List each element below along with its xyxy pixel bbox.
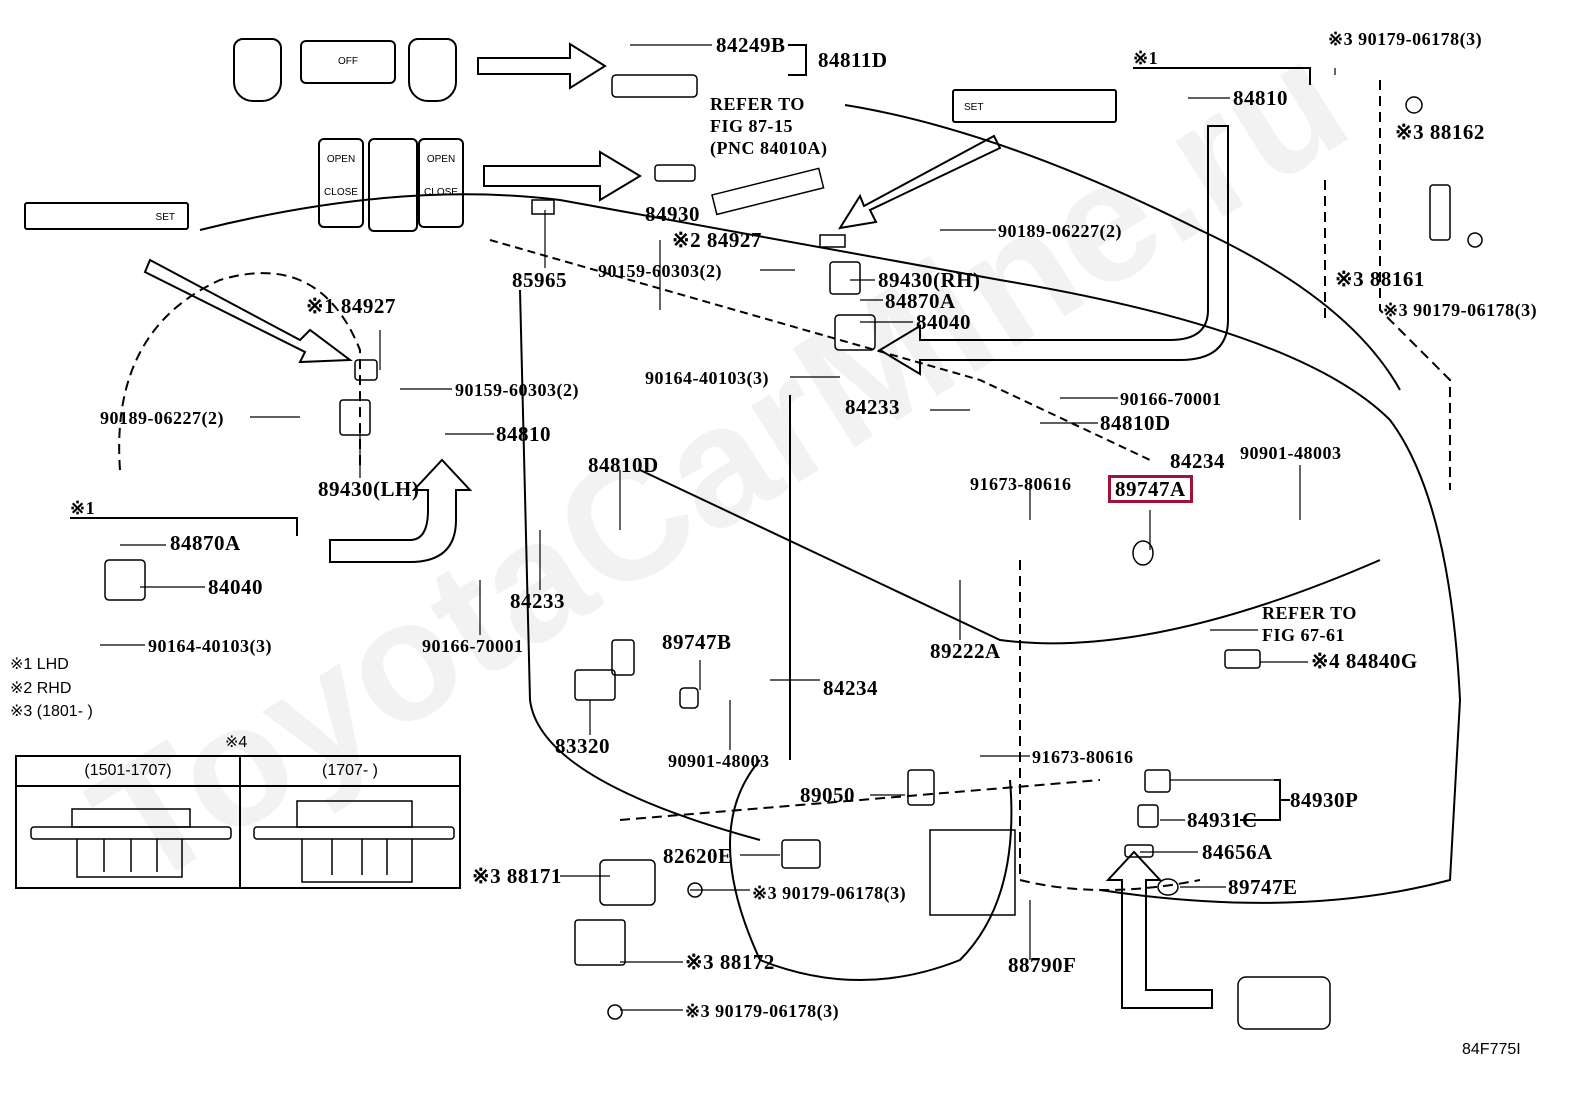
part-label[interactable]: 90166-70001	[1120, 389, 1222, 409]
diagram-code: 84F775I	[1462, 1041, 1521, 1058]
refer-line: REFER TO	[1262, 603, 1357, 623]
part-label[interactable]: 91673-80616	[1032, 747, 1134, 767]
part-label[interactable]: 84930P	[1290, 788, 1359, 812]
part-label[interactable]: ※2 84927	[672, 228, 762, 252]
part-label[interactable]: ※3 88161	[1335, 267, 1425, 291]
part-label[interactable]: ※3 88171	[472, 864, 562, 888]
part-label[interactable]: 84234	[823, 676, 878, 700]
part-label[interactable]: ※1 84927	[306, 294, 396, 318]
part-label[interactable]: 84930	[645, 202, 700, 226]
refer-line: FIG 67-61	[1262, 625, 1345, 645]
note-marker: ※1	[1133, 48, 1159, 68]
switch-off: OFF	[300, 40, 396, 84]
connector-illustrations	[30, 800, 455, 883]
part-label[interactable]: ※3 90179-06178(3)	[1328, 29, 1483, 49]
part-label[interactable]: 84233	[510, 589, 565, 613]
part-label[interactable]: 84040	[208, 575, 263, 599]
set-label: SET	[155, 212, 175, 223]
refer-line: (PNC 84010A)	[710, 138, 828, 158]
part-label[interactable]: 90164-40103(3)	[148, 636, 272, 656]
part-label[interactable]: 84249B	[716, 33, 786, 57]
part-label[interactable]: ※3 88162	[1395, 120, 1485, 144]
table-divider	[239, 785, 241, 889]
part-label[interactable]: 82620E	[663, 844, 733, 868]
variant-table: (1501-1707) (1707- )	[15, 755, 461, 889]
part-label[interactable]: 91673-80616	[970, 474, 1072, 494]
part-label[interactable]: 84233	[845, 395, 900, 419]
part-label[interactable]: 84870A	[885, 289, 956, 313]
part-label[interactable]: 84870A	[170, 531, 241, 555]
switch-right	[408, 38, 457, 102]
part-label[interactable]: ※4 84840G	[1311, 649, 1418, 673]
part-label[interactable]: 83320	[555, 734, 610, 758]
part-label[interactable]: 89747B	[662, 630, 732, 654]
part-label[interactable]: ※3 88172	[685, 950, 775, 974]
switch-left	[233, 38, 282, 102]
part-label[interactable]: 89747E	[1228, 875, 1298, 899]
variant-col-1: (1501-1707)	[17, 757, 241, 787]
refer-line: REFER TO	[710, 94, 805, 114]
part-label[interactable]: 89430(LH)	[318, 477, 420, 501]
open-label: OPEN	[326, 154, 356, 165]
part-label[interactable]: 84040	[916, 310, 971, 334]
set-label: SET	[964, 102, 984, 113]
part-label[interactable]: ※3 90179-06178(3)	[1383, 300, 1538, 320]
part-label[interactable]: 90901-48003	[668, 751, 770, 771]
part-label[interactable]: 84810	[496, 422, 551, 446]
switch-open-close-left: OPEN CLOSE	[318, 138, 364, 228]
note-rhd: ※2 RHD	[10, 680, 72, 697]
seat-memory-switch-right: SET	[952, 89, 1117, 123]
part-label[interactable]: 84931C	[1187, 808, 1258, 832]
refer-note-1: REFER TO FIG 87-15 (PNC 84010A)	[710, 93, 827, 159]
switch-open-close-right: OPEN CLOSE	[418, 138, 464, 228]
switch-back-door	[368, 138, 418, 232]
part-label[interactable]: 89050	[800, 783, 855, 807]
part-label[interactable]: 90189-06227(2)	[100, 408, 224, 428]
part-label[interactable]: 89430(RH)	[878, 268, 981, 292]
part-label[interactable]: ※3 90179-06178(3)	[685, 1001, 840, 1021]
part-label[interactable]: 90159-60303(2)	[598, 261, 722, 281]
seat-memory-switch-left: SET	[24, 202, 189, 230]
part-label[interactable]: 90164-40103(3)	[645, 368, 769, 388]
note-lhd: ※1 LHD	[10, 656, 69, 673]
part-label[interactable]: 84656A	[1202, 840, 1273, 864]
close-label: CLOSE	[424, 187, 458, 198]
part-label[interactable]: 84810	[1233, 86, 1288, 110]
note-marker: ※1	[70, 498, 96, 518]
part-label[interactable]: 85965	[512, 268, 567, 292]
part-label[interactable]: 90189-06227(2)	[998, 221, 1122, 241]
part-label[interactable]: 84810D	[588, 453, 659, 477]
open-label: OPEN	[426, 154, 456, 165]
refer-line: FIG 87-15	[710, 116, 793, 136]
part-label[interactable]: 84810D	[1100, 411, 1171, 435]
part-label[interactable]: 89222A	[930, 639, 1001, 663]
refer-note-2: REFER TO FIG 67-61	[1262, 602, 1357, 646]
part-label[interactable]: 90166-70001	[422, 636, 524, 656]
part-label[interactable]: 88790F	[1008, 953, 1077, 977]
part-label[interactable]: 84234	[1170, 449, 1225, 473]
off-label: OFF	[338, 56, 358, 67]
variant-col-2: (1707- )	[241, 757, 459, 787]
part-label[interactable]: 84811D	[818, 48, 888, 72]
part-label[interactable]: 90159-60303(2)	[455, 380, 579, 400]
part-label[interactable]: 90901-48003	[1240, 443, 1342, 463]
note-4: ※4	[225, 734, 248, 751]
part-label[interactable]: ※3 90179-06178(3)	[752, 883, 907, 903]
note-date: ※3 (1801- )	[10, 703, 93, 720]
part-label-highlighted[interactable]: 89747A	[1108, 475, 1193, 503]
close-label: CLOSE	[324, 187, 358, 198]
